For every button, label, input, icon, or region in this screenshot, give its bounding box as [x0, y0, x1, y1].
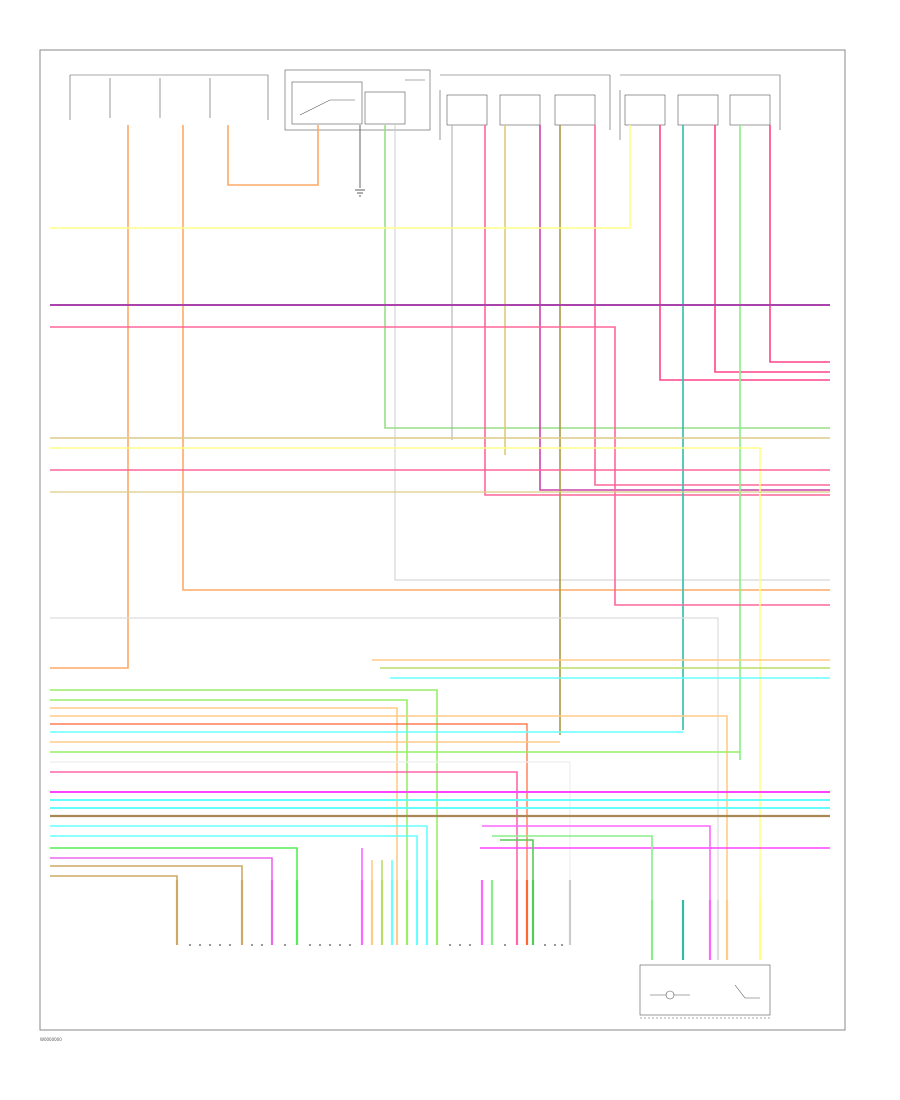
- right-component-boxes: [439, 74, 781, 140]
- figure-code: W0000000: [40, 1037, 62, 1042]
- top-left-connectors: [69, 74, 269, 120]
- pin-markers: [189, 944, 563, 946]
- relay-box: [639, 964, 771, 1019]
- bottom-connector-pins: [175, 880, 762, 960]
- ground-symbol: [355, 189, 365, 197]
- diagram-frame: [39, 49, 846, 1031]
- horizontal-wires: [50, 304, 830, 955]
- switch-module: [284, 69, 431, 131]
